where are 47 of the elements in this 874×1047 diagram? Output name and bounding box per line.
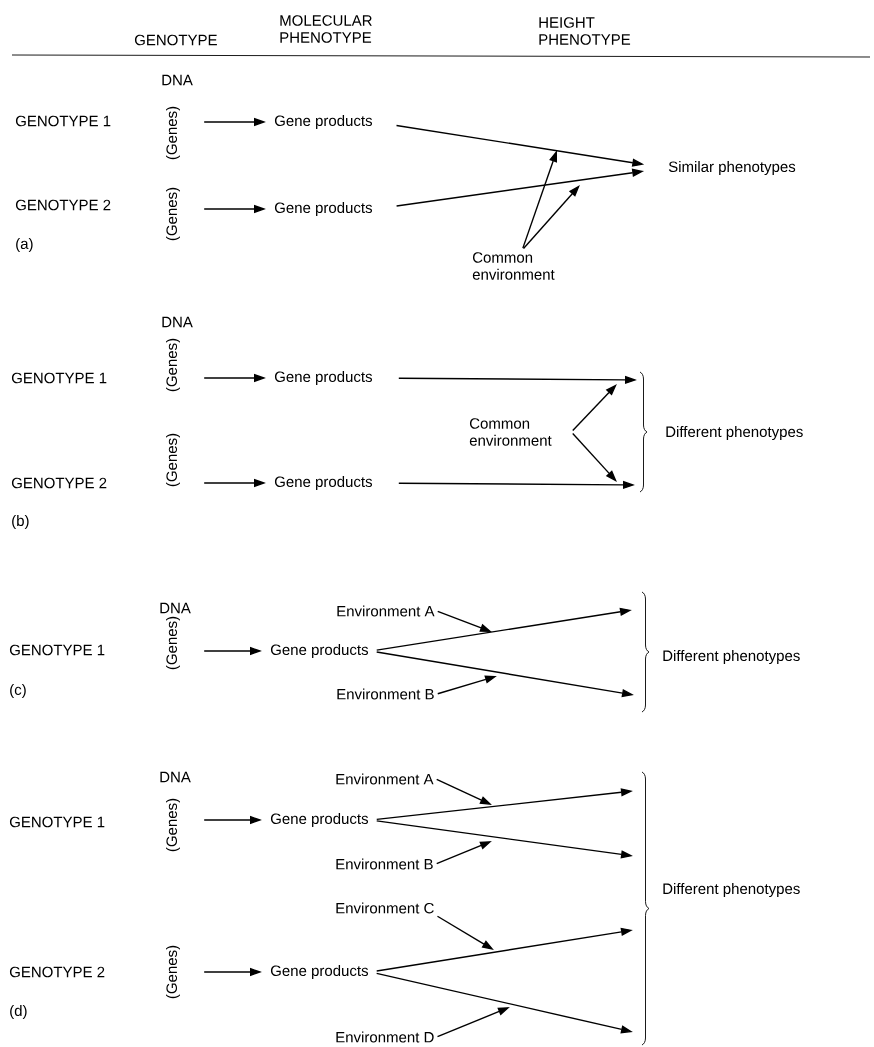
- panel-letter: (d): [10, 1005, 27, 1019]
- genes-label: (Genes): [166, 433, 180, 487]
- environment-label: Environment D: [336, 1031, 434, 1043]
- environment-label: Environment C: [336, 902, 434, 914]
- genes-label: (Genes): [166, 106, 180, 160]
- genes-label: (Genes): [166, 945, 180, 999]
- gene-products-label: Gene products: [270, 965, 368, 979]
- dna-label: DNA: [162, 74, 193, 86]
- column-heading: HEIGHT PHENOTYPE: [539, 17, 631, 45]
- arrow: [522, 185, 580, 250]
- environment-label: Environment A: [336, 773, 434, 785]
- phenotype-label: Different phenotypes: [663, 883, 800, 897]
- phenotype-label: Different phenotypes: [663, 650, 800, 664]
- genes-label: (Genes): [166, 338, 180, 392]
- phenotype-label: Different phenotypes: [666, 426, 803, 440]
- genes-label: (Genes): [166, 187, 180, 241]
- environment-label: Common environment: [472, 252, 555, 280]
- gene-products-label: Gene products: [274, 476, 372, 490]
- panel-letter: (a): [16, 238, 33, 252]
- phenotype-label: Similar phenotypes: [668, 161, 796, 175]
- arrow: [572, 384, 617, 432]
- genotype-label: GENOTYPE 1: [9, 816, 105, 828]
- gene-products-label: Gene products: [274, 115, 372, 129]
- genotype-label: GENOTYPE 2: [11, 477, 107, 489]
- arrow: [572, 432, 617, 482]
- column-heading: GENOTYPE: [134, 34, 217, 46]
- panel-letter: (c): [10, 684, 26, 698]
- genotype-label: GENOTYPE 1: [9, 644, 105, 656]
- dna-label: DNA: [160, 602, 191, 614]
- gene-products-label: Gene products: [274, 202, 372, 216]
- genes-label: (Genes): [166, 798, 180, 852]
- genes-label: (Genes): [166, 616, 180, 670]
- genotype-label: GENOTYPE 2: [9, 966, 105, 978]
- column-heading: MOLECULAR PHENOTYPE: [280, 15, 372, 43]
- genotype-label: GENOTYPE 1: [11, 372, 107, 384]
- environment-label: Environment B: [336, 858, 433, 870]
- environment-label: Environment A: [337, 605, 435, 617]
- environment-label: Common environment: [469, 418, 552, 446]
- gene-products-label: Gene products: [270, 644, 368, 658]
- genotype-label: GENOTYPE 2: [15, 199, 111, 211]
- gene-products-label: Gene products: [270, 813, 368, 827]
- genotype-label: GENOTYPE 1: [15, 115, 111, 127]
- environment-label: Environment B: [337, 688, 434, 700]
- dna-label: DNA: [162, 316, 193, 328]
- gene-products-label: Gene products: [274, 371, 372, 385]
- dna-label: DNA: [160, 771, 191, 783]
- panel-letter: (b): [12, 515, 29, 529]
